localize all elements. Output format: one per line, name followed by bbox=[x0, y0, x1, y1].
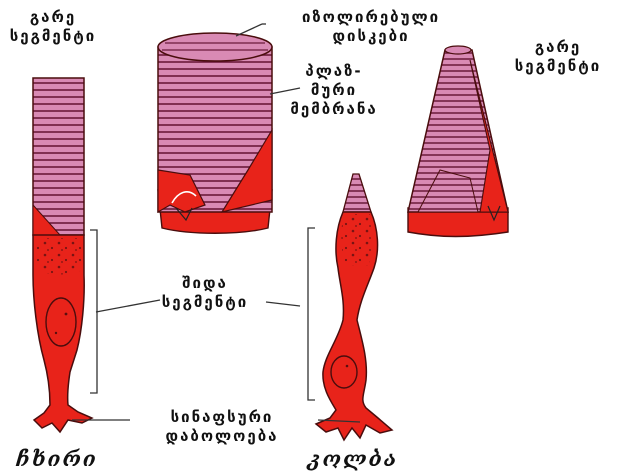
rod-nucleus bbox=[46, 298, 76, 346]
cone-outer-segment-enlarged bbox=[408, 46, 508, 237]
rod-cell bbox=[33, 78, 92, 432]
label-synaptic-ending: სინაფსური დაბოლოება bbox=[122, 408, 322, 446]
cone-outer-segment bbox=[343, 174, 371, 212]
rod-ellipsoid bbox=[36, 238, 82, 275]
label-inner-segment: შიდა სეგმენტი bbox=[140, 274, 270, 312]
caption-cone: კოლბა bbox=[308, 446, 398, 471]
label-isolated-discs: იზოლირებული დისკები bbox=[266, 8, 476, 46]
label-outer-segment-right: გარე სეგმენტი bbox=[498, 38, 618, 76]
cone-ellipsoid bbox=[341, 214, 373, 266]
rod-outer-segment bbox=[33, 78, 84, 235]
cone-nucleus bbox=[331, 356, 357, 388]
rod-outer-segment-enlarged bbox=[158, 33, 272, 233]
caption-rod: ჩხირი bbox=[16, 446, 98, 471]
label-outer-segment-left: გარე სეგმენტი bbox=[4, 8, 102, 46]
cone-cell bbox=[316, 174, 392, 440]
label-plasma-membrane: პლაზ- მური მემბრანა bbox=[284, 62, 384, 119]
